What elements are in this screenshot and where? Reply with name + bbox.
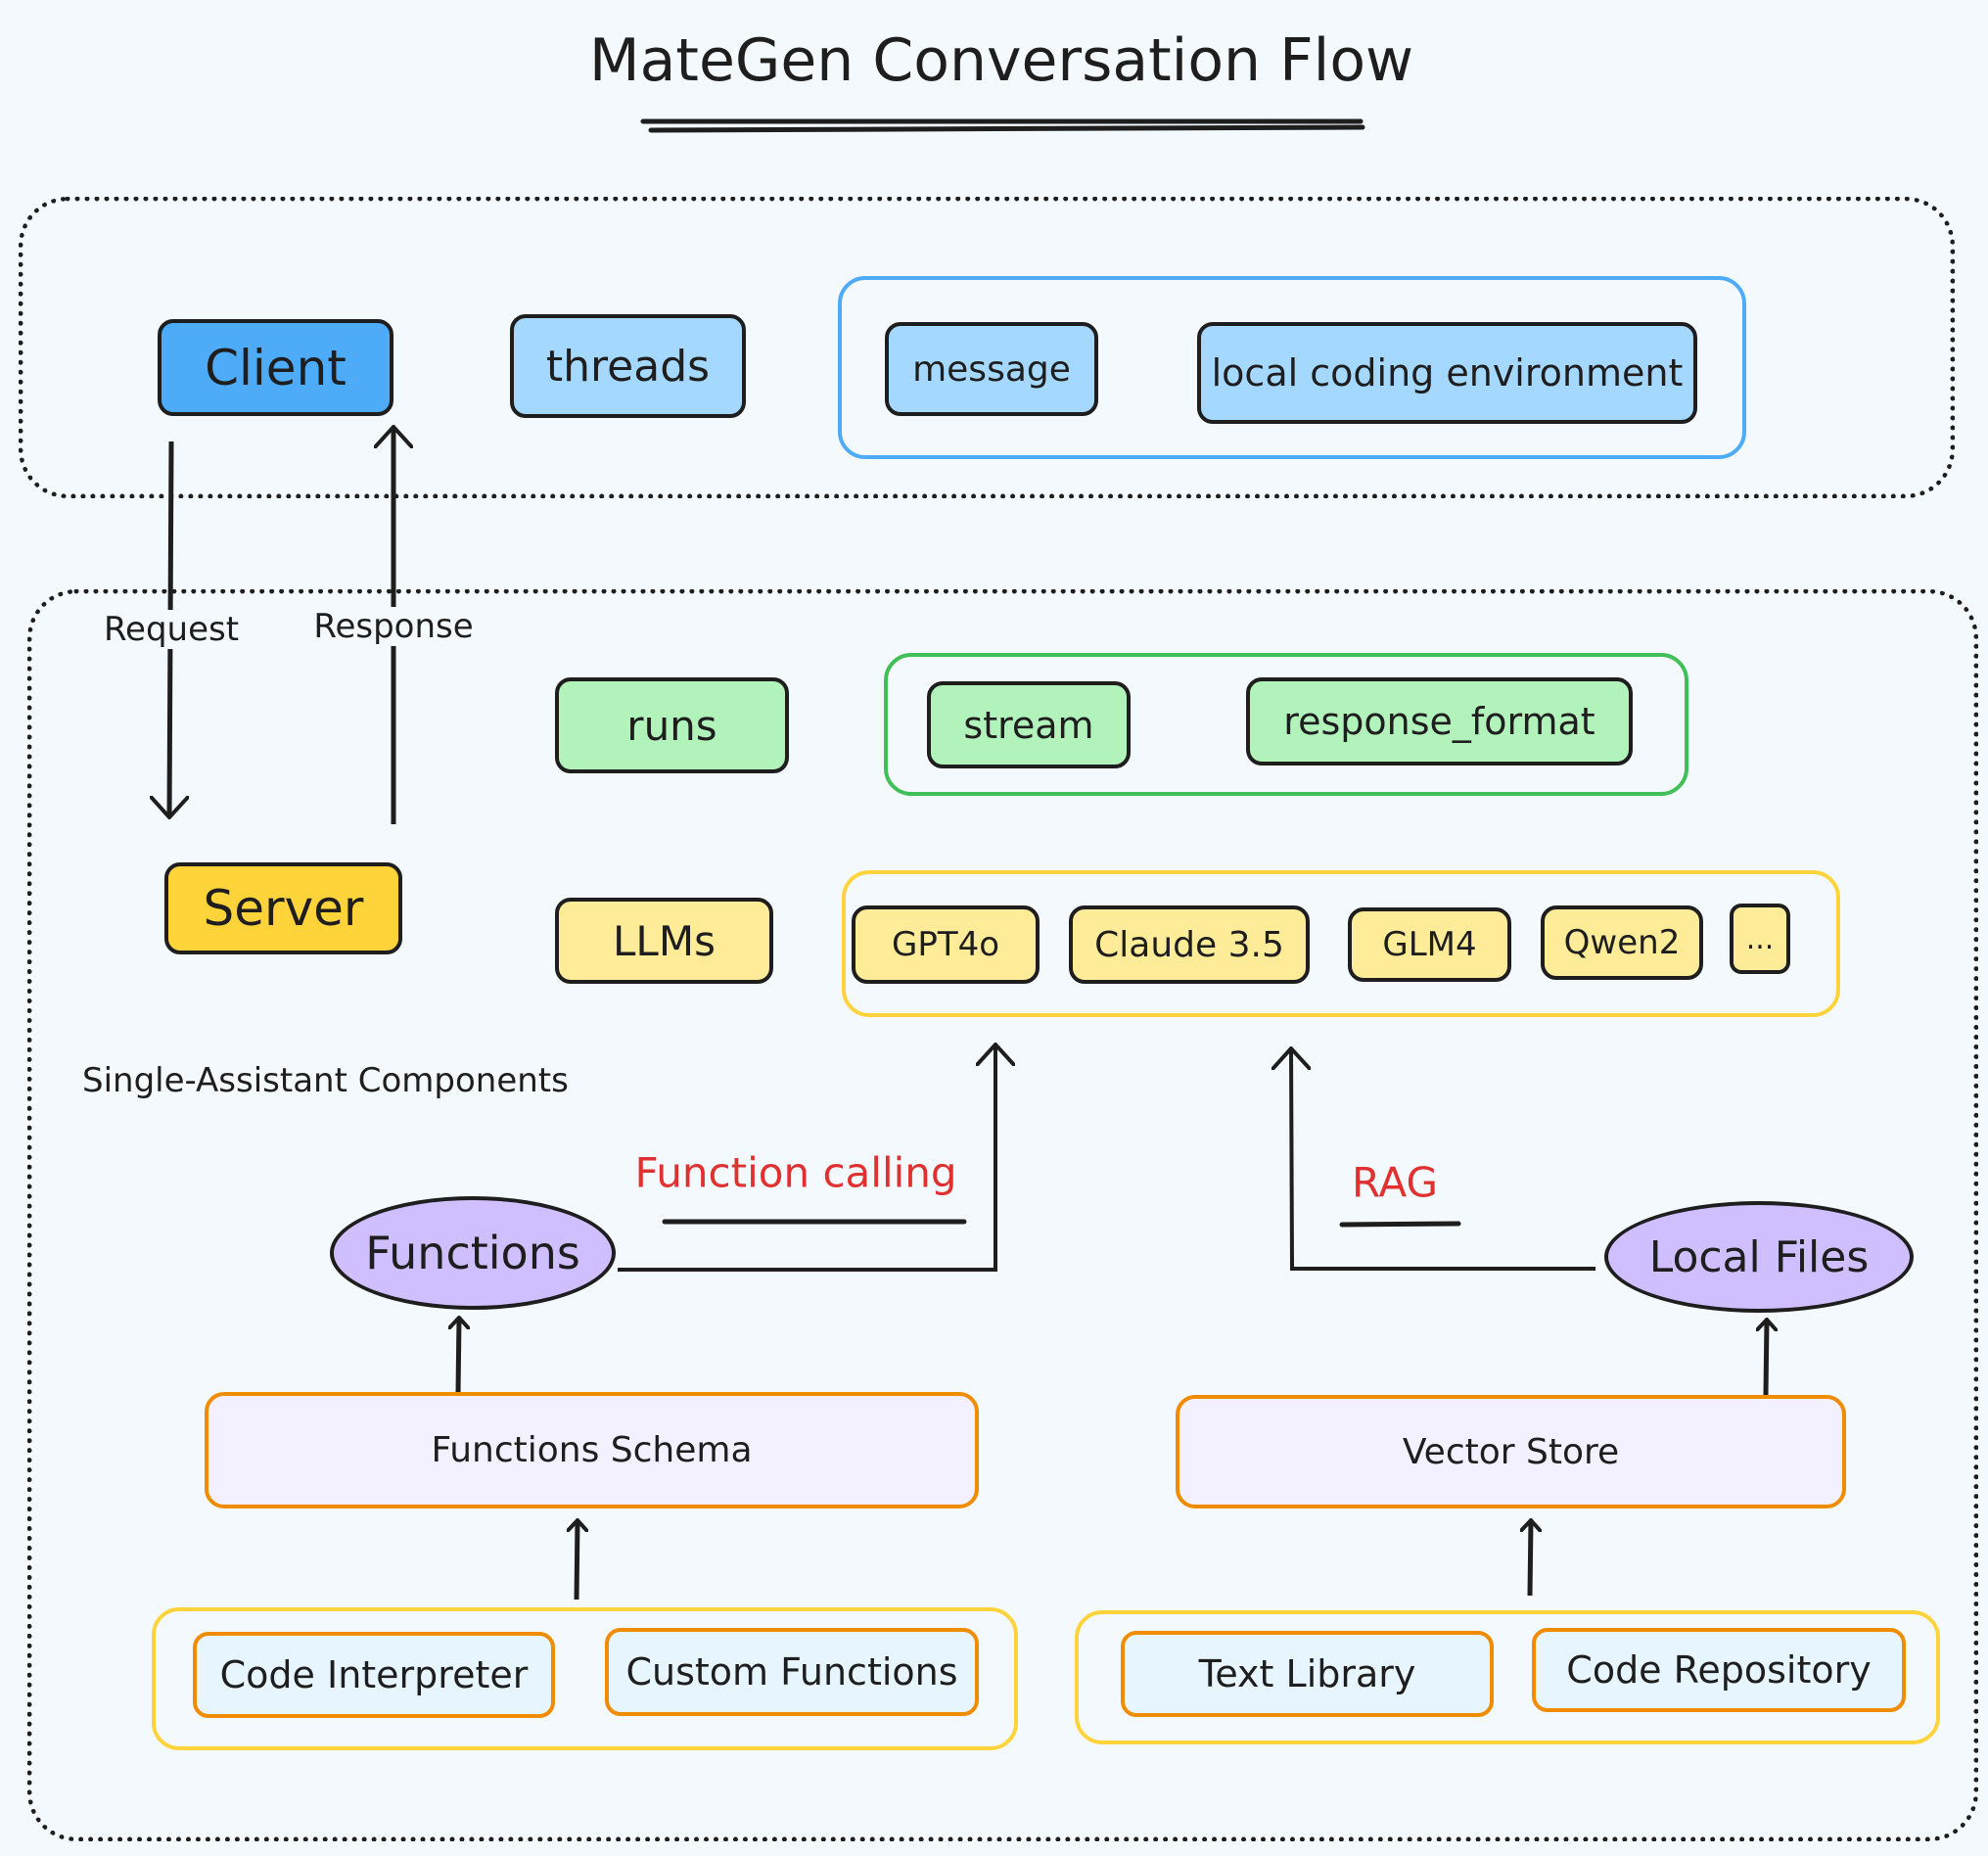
diagram-title: MateGen Conversation Flow [588, 26, 1414, 95]
local-coding-environment-node[interactable]: local coding environment [1197, 322, 1697, 424]
threads-node[interactable]: threads [510, 314, 746, 418]
llm-models-group [842, 870, 1840, 1017]
thread-items-group [838, 276, 1746, 459]
local-files-node[interactable]: Local Files [1604, 1201, 1914, 1313]
runs-options-group [884, 653, 1688, 796]
function-calling-arrow [618, 1044, 995, 1272]
functions-schema-label: Functions Schema [431, 1430, 753, 1470]
model-label: Claude 3.5 [1094, 924, 1284, 965]
model-claude[interactable]: Claude 3.5 [1069, 905, 1310, 984]
functions-node[interactable]: Functions [330, 1196, 616, 1310]
model-label: ... [1745, 921, 1775, 956]
custom-functions-label: Custom Functions [625, 1650, 958, 1694]
local-files-label: Local Files [1648, 1231, 1870, 1282]
client-node[interactable]: Client [158, 319, 393, 416]
response-format-label: response_format [1283, 700, 1595, 743]
functions-schema-node[interactable]: Functions Schema [205, 1392, 979, 1508]
model-qwen2[interactable]: Qwen2 [1541, 905, 1703, 980]
code-repository-node[interactable]: Code Repository [1532, 1628, 1906, 1712]
runs-node[interactable]: runs [555, 677, 789, 773]
assistant-region [27, 589, 1978, 1841]
stream-node[interactable]: stream [927, 681, 1131, 768]
model-glm4[interactable]: GLM4 [1348, 907, 1511, 982]
schema-to-functions-arrow [458, 1318, 459, 1395]
title-underline [640, 118, 1365, 133]
model-gpt4o[interactable]: GPT4o [852, 905, 1040, 984]
vector-store-label: Vector Store [1402, 1431, 1620, 1472]
store-to-localfiles-arrow [1766, 1320, 1767, 1396]
sources-to-schema-arrow [577, 1520, 578, 1601]
custom-functions-node[interactable]: Custom Functions [605, 1628, 979, 1716]
model-label: GPT4o [891, 925, 1000, 964]
text-library-label: Text Library [1198, 1652, 1416, 1695]
message-node[interactable]: message [885, 322, 1098, 416]
model-label: GLM4 [1382, 925, 1477, 964]
request-label: Request [99, 610, 244, 649]
runs-label: runs [626, 701, 717, 750]
client-region [19, 197, 1955, 498]
stream-label: stream [963, 703, 1094, 747]
response-label: Response [309, 607, 478, 646]
rag-underline [1339, 1221, 1461, 1228]
code-interpreter-label: Code Interpreter [219, 1653, 529, 1696]
function-calling-label: Function calling [634, 1148, 957, 1197]
model-label: Qwen2 [1563, 923, 1681, 962]
rag-arrow [1291, 1048, 1595, 1271]
llms-node[interactable]: LLMs [555, 898, 773, 984]
response-format-node[interactable]: response_format [1246, 677, 1633, 766]
vector-store-node[interactable]: Vector Store [1176, 1395, 1846, 1508]
threads-label: threads [545, 341, 711, 392]
sources-to-store-arrow [1530, 1520, 1531, 1597]
functions-label: Functions [365, 1227, 580, 1279]
llms-label: LLMs [613, 916, 716, 965]
message-label: message [912, 348, 1071, 390]
rag-label: RAG [1351, 1158, 1439, 1207]
code-interpreter-node[interactable]: Code Interpreter [193, 1632, 555, 1718]
function-sources-group [152, 1607, 1018, 1750]
text-library-node[interactable]: Text Library [1121, 1631, 1494, 1717]
local-coding-environment-label: local coding environment [1211, 351, 1684, 394]
server-label: Server [203, 880, 364, 937]
section-label: Single-Assistant Components [82, 1061, 569, 1100]
server-node[interactable]: Server [164, 862, 402, 954]
rag-sources-group [1075, 1610, 1940, 1744]
code-repository-label: Code Repository [1566, 1648, 1872, 1692]
model-more[interactable]: ... [1730, 904, 1790, 974]
client-label: Client [205, 339, 347, 396]
